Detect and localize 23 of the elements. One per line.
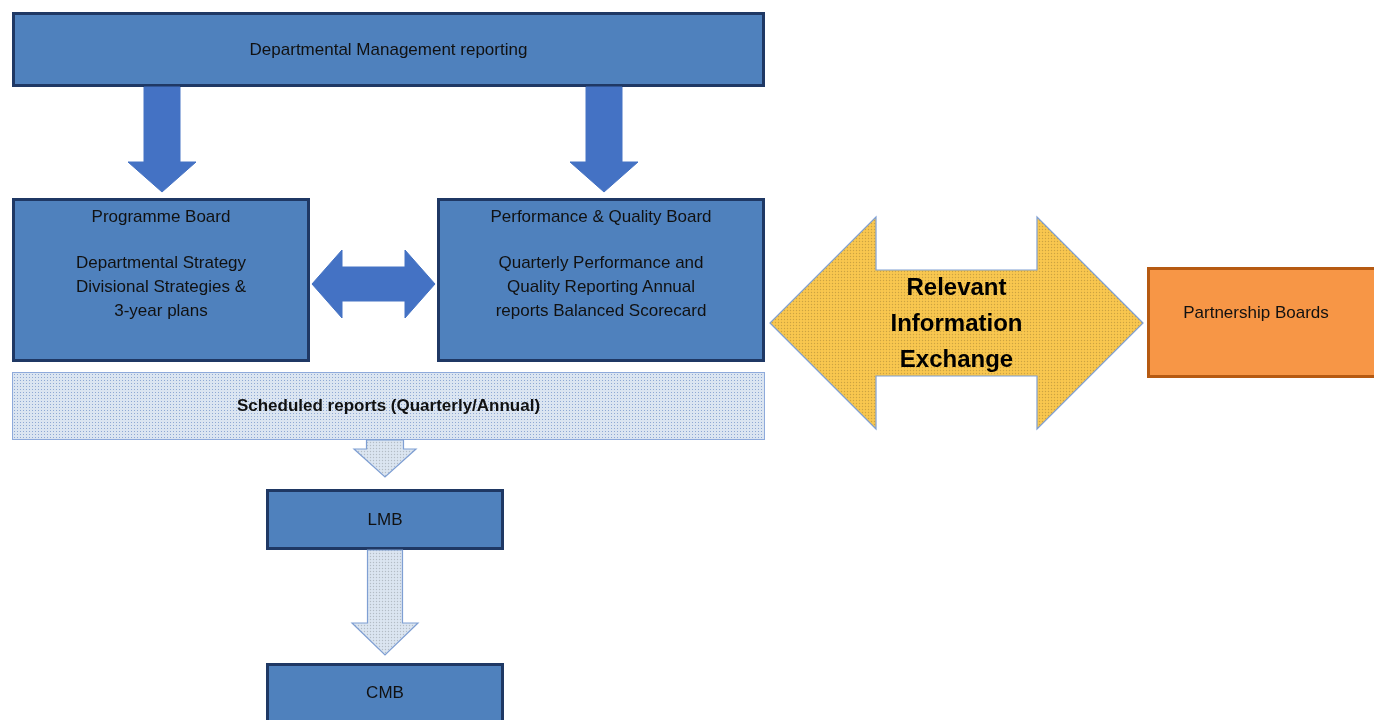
block-arrow xyxy=(769,215,1144,431)
block-arrow xyxy=(311,249,436,319)
block-arrow xyxy=(127,86,197,193)
process-box xyxy=(266,663,504,720)
node-text: Quarterly Performance and Quality Reporting Annual reports Balanced Scorecard xyxy=(495,252,707,322)
node-text: Partnership Boards xyxy=(1183,302,1329,323)
block-arrow xyxy=(350,549,420,656)
node-text: CMB xyxy=(366,683,404,703)
node-text: LMB xyxy=(367,509,403,530)
block-arrow xyxy=(569,86,639,193)
block-arrow xyxy=(352,439,418,478)
node-text: Departmental Management reporting xyxy=(249,39,528,60)
process-box xyxy=(12,198,310,362)
process-box xyxy=(266,489,504,550)
process-box xyxy=(12,12,765,87)
node-text: Scheduled reports (Quarterly/Annual) xyxy=(236,396,541,416)
node-text: Departmental Strategy Divisional Strategies & 3-year plans xyxy=(74,252,248,322)
banner-box xyxy=(12,372,765,440)
node-heading: Programme Board xyxy=(91,207,231,227)
process-box xyxy=(437,198,765,362)
node-heading: Performance & Quality Board xyxy=(490,207,712,227)
edge-label: Relevant Information Exchange xyxy=(889,272,1024,374)
process-box xyxy=(1147,267,1374,378)
